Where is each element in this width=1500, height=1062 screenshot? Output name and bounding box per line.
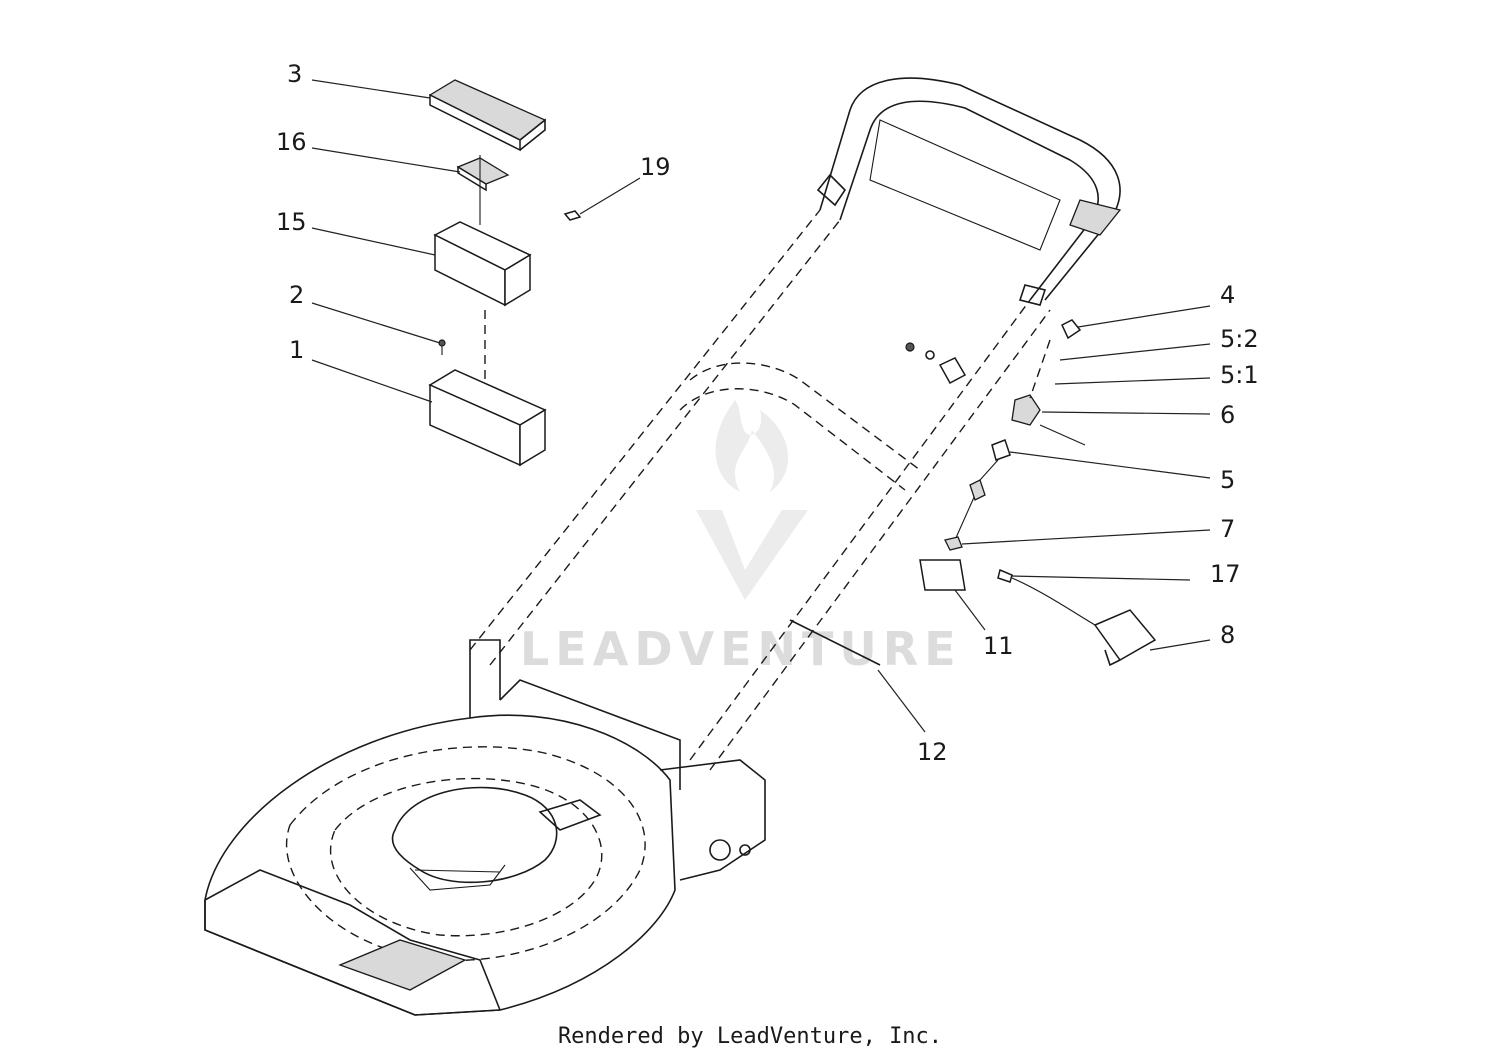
callout-11: 11 — [983, 632, 1014, 660]
callout-5: 5 — [1220, 466, 1235, 494]
part-4-key — [1061, 319, 1082, 340]
part-15-battery — [433, 221, 532, 307]
callout-2: 2 — [289, 281, 304, 309]
part-5-harness — [954, 439, 1011, 541]
callout-labels: 3 16 19 15 2 1 4 5:2 5:1 6 5 7 17 8 11 1… — [276, 60, 1259, 766]
part-12-rod — [789, 619, 881, 666]
part-16-pad — [456, 157, 510, 192]
mower-handle — [469, 77, 1122, 771]
part-8-charger — [1093, 609, 1157, 667]
part-1-tray — [428, 369, 547, 467]
part-2-screw — [438, 339, 446, 355]
callout-5-1: 5:1 — [1220, 361, 1259, 389]
part-6-switch — [1011, 394, 1086, 446]
part-17-plug — [997, 568, 1096, 626]
leader-lines — [311, 79, 1211, 733]
watermark-text: LEADVENTURE — [520, 622, 962, 676]
watermark: LEADVENTURE — [520, 400, 962, 676]
part-7-connector — [944, 536, 963, 551]
callout-7: 7 — [1220, 515, 1235, 543]
callout-1: 1 — [289, 336, 304, 364]
callout-12: 12 — [917, 738, 948, 766]
footer-credit: Rendered by LeadVenture, Inc. — [557, 1024, 943, 1049]
mower-deck — [204, 639, 766, 1016]
callout-19: 19 — [640, 153, 671, 181]
callout-17: 17 — [1210, 560, 1241, 588]
assembly-lines — [479, 155, 1051, 399]
handle-hardware — [905, 342, 967, 385]
part-11-decal — [919, 559, 966, 591]
part-3-cover — [428, 79, 547, 152]
callout-8: 8 — [1220, 621, 1235, 649]
callout-16: 16 — [276, 128, 307, 156]
part-19-clip — [563, 210, 582, 221]
callout-4: 4 — [1220, 281, 1235, 309]
callout-15: 15 — [276, 208, 307, 236]
callout-6: 6 — [1220, 401, 1235, 429]
callout-5-2: 5:2 — [1220, 325, 1259, 353]
callout-3: 3 — [287, 60, 302, 88]
